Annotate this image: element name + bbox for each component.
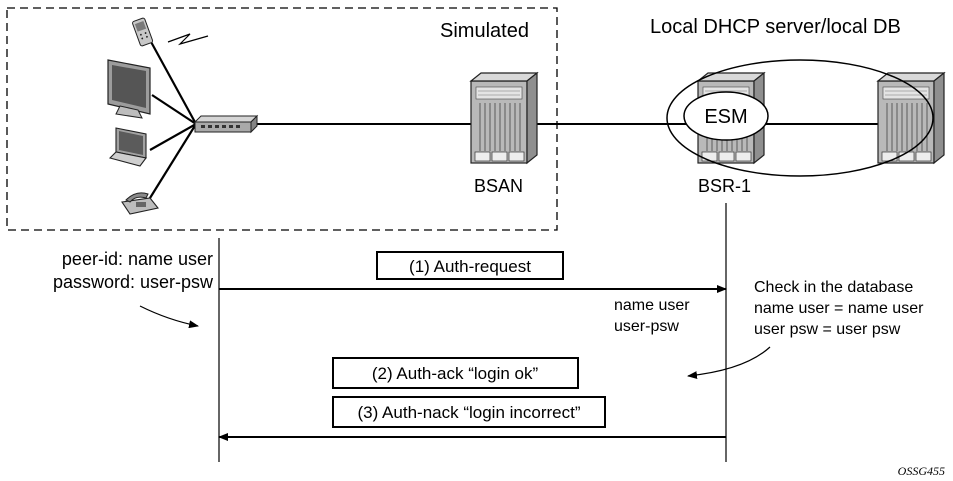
payload-psw-text: user-psw bbox=[614, 318, 679, 335]
bsan-router-icon bbox=[470, 72, 538, 164]
credentials-pointer-arrow bbox=[139, 305, 199, 329]
wireless-signal-icon bbox=[167, 33, 209, 46]
auth-nack-box bbox=[332, 396, 606, 428]
laptop-icon bbox=[108, 127, 147, 167]
simulated-label: Simulated bbox=[440, 20, 529, 42]
auth-nack-label: (3) Auth-nack “login incorrect” bbox=[358, 403, 581, 422]
device-links bbox=[149, 39, 197, 199]
server-group-ellipse bbox=[666, 59, 934, 177]
mobile-phone-icon bbox=[132, 17, 154, 47]
figure-ref: OSSG455 bbox=[898, 464, 945, 478]
payload-name-text: name user bbox=[614, 297, 690, 314]
db-check-name: name user = name user bbox=[754, 300, 924, 317]
auth-request-label: (1) Auth-request bbox=[409, 257, 531, 276]
desk-phone-icon bbox=[121, 192, 159, 215]
esm-label: ESM bbox=[704, 106, 747, 128]
password-text: password: user-psw bbox=[53, 272, 214, 292]
bsan-label: BSAN bbox=[474, 176, 523, 196]
desktop-computer-icon bbox=[107, 59, 151, 119]
peer-id-text: peer-id: name user bbox=[62, 249, 213, 269]
auth-request-box bbox=[376, 251, 564, 280]
simulated-region bbox=[6, 7, 558, 231]
esm-bubble bbox=[683, 91, 769, 141]
bsr-label: BSR-1 bbox=[698, 176, 751, 196]
switch-icon bbox=[193, 114, 259, 134]
db-check-title: Check in the database bbox=[754, 279, 913, 296]
auth-ack-label: (2) Auth-ack “login ok” bbox=[372, 364, 539, 383]
server-label: Local DHCP server/local DB bbox=[650, 16, 901, 38]
db-check-psw: user psw = user psw bbox=[754, 321, 901, 338]
db-check-pointer-arrow bbox=[687, 346, 771, 380]
auth-ack-box bbox=[332, 357, 579, 389]
